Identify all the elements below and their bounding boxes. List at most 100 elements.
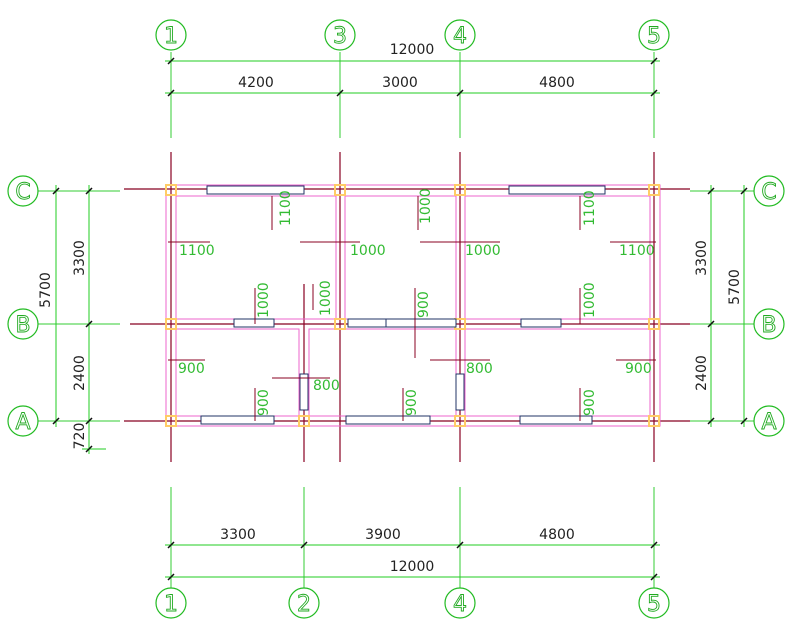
axis-label-right-c: C	[761, 180, 776, 205]
building-outline	[165, 184, 661, 427]
tick	[85, 187, 93, 195]
axis-bubble-labels: 1 3 4 5 1 2 4 5 C B A C B A	[15, 24, 777, 618]
axis-label-bottom-4: 4	[453, 592, 467, 617]
horizontal-grid-lines	[38, 190, 756, 422]
window-mid-1	[233, 318, 275, 328]
opening-dim: 900	[178, 361, 205, 377]
tick	[52, 187, 60, 195]
dim-left-seg-1: 3300	[72, 240, 88, 276]
tick	[167, 541, 175, 549]
room-outline	[464, 328, 651, 417]
window-bottom-2	[345, 415, 431, 425]
axis-label-right-b: B	[761, 313, 776, 338]
column	[648, 415, 660, 427]
opening-dim: 900	[625, 361, 652, 377]
opening-leaders	[168, 196, 656, 421]
tick	[650, 89, 658, 97]
door-left	[299, 373, 309, 411]
dimension-labels: 12000 4200 3000 4800 3300 3900 4800 1200…	[38, 42, 743, 575]
column	[298, 415, 310, 427]
tick	[52, 417, 60, 425]
column	[334, 184, 346, 196]
column	[454, 184, 466, 196]
opening-dim: 1100	[582, 190, 598, 226]
opening-dim: 900	[582, 389, 598, 416]
dimension-ticks	[52, 57, 748, 581]
opening-dim: 900	[404, 389, 420, 416]
axis-bubble-right-c	[753, 175, 785, 207]
axis-bubbles	[7, 19, 785, 619]
dim-left-seg-2: 2400	[72, 355, 88, 391]
axis-bubble-top-1	[155, 19, 187, 51]
tick	[707, 417, 715, 425]
columns	[165, 184, 660, 427]
window-mid-4	[520, 318, 562, 328]
room-outline	[308, 328, 457, 417]
axis-label-bottom-1: 1	[164, 592, 178, 617]
axis-bubble-left-c	[7, 175, 39, 207]
axis-label-top-5: 5	[647, 24, 661, 49]
door-right	[455, 373, 465, 411]
axis-bubble-right-a	[753, 405, 785, 437]
dim-top-seg-2: 3000	[382, 75, 418, 91]
opening-dim: 1000	[465, 243, 501, 259]
tick	[456, 541, 464, 549]
dim-top-seg-3: 4800	[539, 75, 575, 91]
dim-left-extra: 720	[72, 423, 88, 450]
axis-label-left-b: B	[15, 313, 30, 338]
opening-dim: 1000	[256, 282, 272, 318]
openings	[200, 185, 606, 425]
opening-labels: 1100 1000 1100 1100 1000 1000 1100 1000 …	[178, 188, 655, 416]
axis-bubble-bottom-2	[288, 587, 320, 619]
opening-dim: 1100	[619, 243, 655, 259]
vertical-grid-lines	[170, 52, 655, 588]
dim-right-seg-1: 3300	[694, 240, 710, 276]
opening-dim: 1000	[350, 243, 386, 259]
axis-label-right-a: A	[761, 410, 776, 435]
tick	[85, 417, 93, 425]
column	[165, 318, 177, 330]
tick	[336, 89, 344, 97]
column	[454, 415, 466, 427]
axis-bubble-left-b	[7, 308, 39, 340]
column	[648, 184, 660, 196]
dim-bottom-total: 12000	[390, 559, 435, 575]
column	[648, 318, 660, 330]
tick	[707, 320, 715, 328]
axis-bubble-top-5	[638, 19, 670, 51]
axis-bubble-bottom-1	[155, 587, 187, 619]
tick	[650, 573, 658, 581]
window-bottom-3	[519, 415, 593, 425]
tick	[85, 445, 93, 453]
window-mid-2	[347, 318, 387, 328]
opening-dim: 1100	[179, 243, 215, 259]
window-bottom-1	[200, 415, 275, 425]
dim-bottom-seg-3: 4800	[539, 527, 575, 543]
window-mid-3	[385, 318, 457, 328]
tick	[740, 417, 748, 425]
axis-label-top-1: 1	[164, 24, 178, 49]
tick	[650, 541, 658, 549]
dim-top-seg-1: 4200	[238, 75, 274, 91]
tick	[300, 541, 308, 549]
opening-dim: 1000	[582, 282, 598, 318]
axis-bubble-bottom-5	[638, 587, 670, 619]
axis-label-bottom-2: 2	[297, 592, 311, 617]
dim-bottom-seg-1: 3300	[220, 527, 256, 543]
tick	[707, 187, 715, 195]
window-top-3	[508, 185, 606, 195]
axis-bubble-right-b	[753, 308, 785, 340]
dim-bottom-seg-2: 3900	[365, 527, 401, 543]
axis-label-top-4: 4	[453, 24, 467, 49]
opening-dim: 1100	[278, 190, 294, 226]
axis-label-bottom-5: 5	[647, 592, 661, 617]
column	[165, 415, 177, 427]
axis-bubble-left-a	[7, 405, 39, 437]
axis-label-top-3: 3	[333, 24, 347, 49]
tick	[167, 57, 175, 65]
tick	[456, 89, 464, 97]
dim-top-total: 12000	[390, 42, 435, 58]
tick	[650, 57, 658, 65]
window-top-1	[206, 185, 305, 195]
opening-dim: 800	[313, 378, 340, 394]
